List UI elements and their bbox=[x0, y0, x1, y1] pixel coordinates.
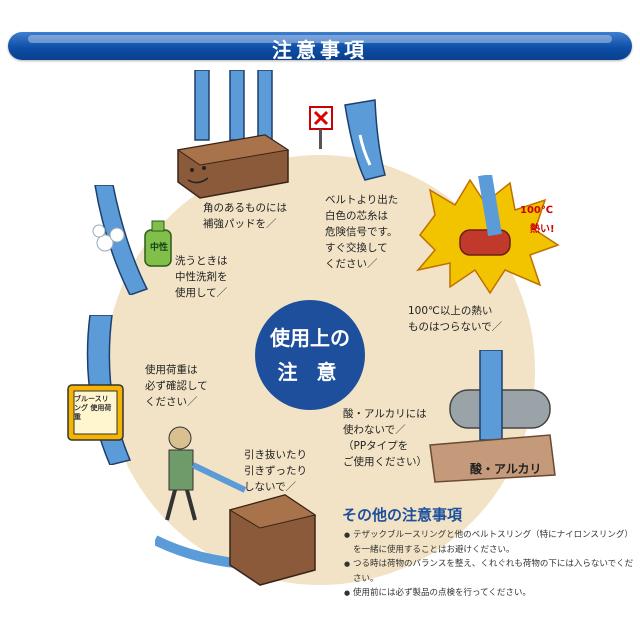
core-thread-illustration bbox=[309, 99, 386, 181]
center-badge: 使用上の 注 意 bbox=[255, 300, 365, 410]
heat-illustration bbox=[415, 175, 560, 295]
caption-corner: 角のあるものには 補強パッドを／ bbox=[203, 202, 287, 230]
title-banner: 注意事項 bbox=[8, 32, 632, 62]
detergent-label: 中性 bbox=[150, 243, 169, 253]
acid-tank-label: 酸・アルカリ bbox=[470, 462, 542, 476]
hot-stamp-2: 熱い! bbox=[530, 224, 555, 235]
note-item: つる時は荷物のバランスを整え、くれぐれも荷物の下には入らないでください。 bbox=[344, 557, 640, 586]
hot-stamp: 100℃ bbox=[520, 205, 553, 216]
load-tag-illustration bbox=[67, 315, 132, 465]
other-notes-title: その他の注意事項 bbox=[342, 506, 463, 524]
page-title: 注意事項 bbox=[272, 38, 368, 62]
caption-wash: 洗うときは 中性洗剤を 使用して／ bbox=[175, 255, 228, 299]
center-line2: 注 意 bbox=[277, 360, 343, 384]
caption-drag: 引き抜いたり 引きずったり しないで／ bbox=[244, 449, 307, 493]
tag-label: ブルースリング 使用荷重 bbox=[74, 395, 112, 421]
note-item: 使用前には必ず製品の点検を行ってください。 bbox=[344, 586, 640, 601]
caption-belt: ベルトより出た 白色の芯糸は 危険信号です。 すぐ交換して ください／ bbox=[325, 194, 399, 270]
caption-load: 使用荷重は 必ず確認して ください／ bbox=[145, 364, 208, 408]
acid-illustration bbox=[429, 350, 556, 483]
note-item: テザックブルースリングと他のベルトスリング（特にナイロンスリング）を一緒に使用す… bbox=[344, 528, 640, 557]
caption-heat: 100℃以上の熱い ものはつらないで／ bbox=[408, 305, 503, 333]
drag-illustration bbox=[155, 426, 317, 586]
other-notes-list: テザックブルースリングと他のベルトスリング（特にナイロンスリング）を一緒に使用す… bbox=[344, 528, 640, 601]
wash-illustration bbox=[92, 185, 172, 295]
corner-pad-illustration bbox=[176, 70, 290, 199]
caption-acid: 酸・アルカリには 使わないで／ （PPタイプを ご使用ください） bbox=[343, 408, 427, 468]
center-line1: 使用上の bbox=[270, 326, 350, 350]
